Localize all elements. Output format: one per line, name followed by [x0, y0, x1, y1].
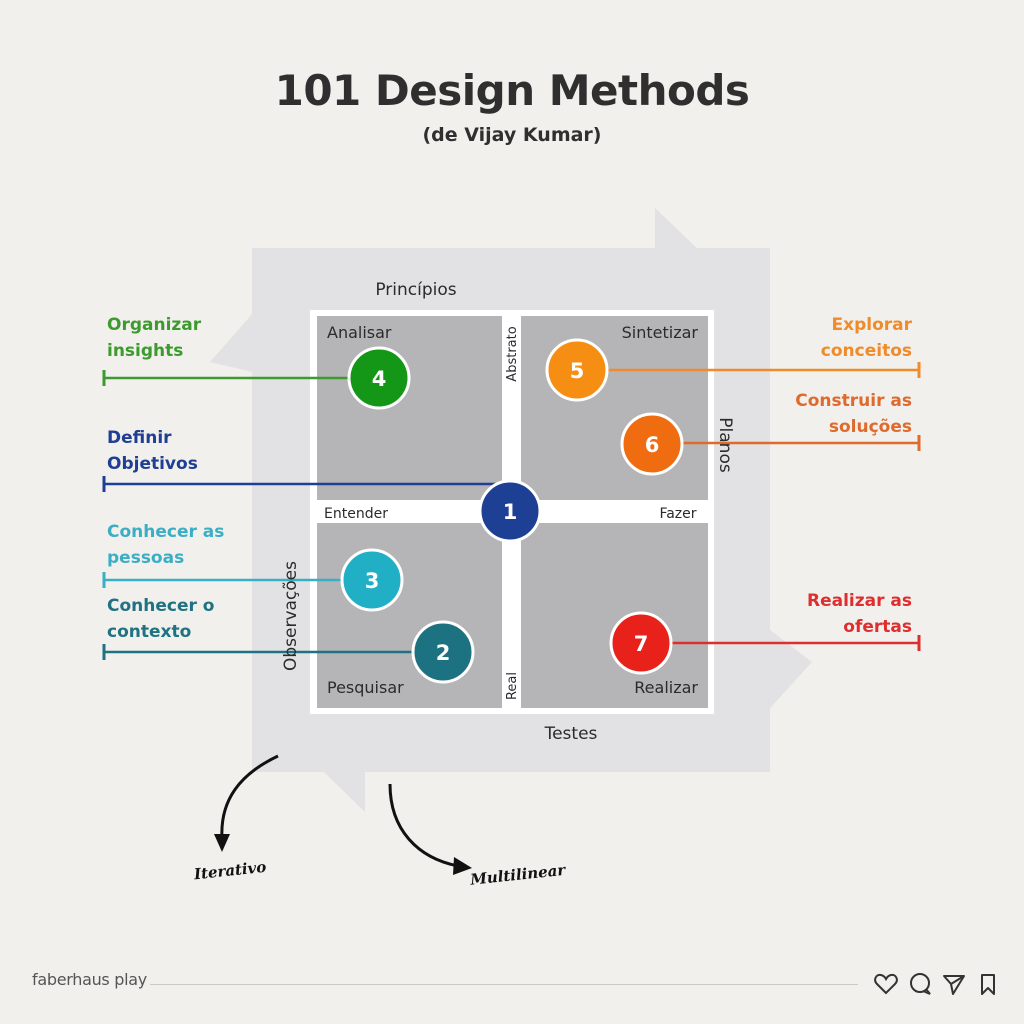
label-conhecer-contexto-line1: Conhecer o [107, 596, 215, 616]
heart-icon[interactable] [872, 970, 900, 998]
label-organizar-insights: Organizar insights [107, 312, 201, 364]
quadrant-top-right-label: Sintetizar [622, 323, 699, 342]
step-circle-6: 6 [620, 412, 684, 476]
footer-divider [150, 984, 858, 985]
step-circle-5: 5 [545, 338, 609, 402]
mid-top-label: Abstrato [505, 326, 520, 381]
comment-icon[interactable] [906, 970, 934, 998]
label-definir-line2: Objetivos [107, 454, 198, 474]
label-conhecer-pessoas: Conhecer as pessoas [107, 519, 224, 571]
send-icon[interactable] [940, 970, 968, 998]
axis-top-label: Princípios [375, 280, 456, 300]
label-realizar-line1: Realizar as [806, 591, 912, 611]
quadrant-top-right [521, 316, 708, 500]
iterativo-arrow [220, 754, 279, 839]
quadrant-top-left-label: Analisar [327, 323, 392, 342]
step-number-1: 1 [503, 500, 518, 524]
quadrant-top-left [317, 316, 502, 500]
mid-bottom-label: Real [505, 672, 520, 700]
step-circle-2: 2 [411, 620, 475, 684]
axis-right-label: Planos [715, 417, 735, 473]
step-circle-3: 3 [340, 548, 404, 612]
multilinear-arrow [388, 783, 459, 868]
label-definir-line1: Definir [107, 428, 172, 448]
step-number-4: 4 [372, 367, 387, 391]
step-number-3: 3 [365, 569, 380, 593]
page-title: 101 Design Methods [274, 66, 750, 115]
footer-actions [872, 970, 1003, 1002]
label-construir-line2: soluções [828, 417, 912, 437]
step-number-2: 2 [436, 641, 451, 665]
iterativo-arrowhead [214, 834, 230, 852]
bookmark-icon[interactable] [974, 970, 1002, 998]
label-organizar-line2: insights [107, 341, 184, 361]
multilinear-label: Multilinear [468, 861, 567, 889]
page-subtitle: (de Vijay Kumar) [422, 124, 602, 146]
step-circle-7: 7 [609, 611, 673, 675]
multilinear-arrowhead [453, 857, 472, 875]
footer-brand: faberhaus play [32, 970, 147, 989]
quadrant-bottom-right-label: Realizar [634, 678, 698, 697]
label-explorar-conceitos: Explorar conceitos [821, 312, 912, 364]
quadrant-bottom-left-label: Pesquisar [327, 678, 404, 697]
label-organizar-line1: Organizar [107, 315, 202, 335]
label-conhecer-contexto-line2: contexto [107, 622, 192, 642]
label-construir-solucoes: Construir as soluções [795, 388, 912, 440]
axis-left-label: Observações [281, 561, 301, 671]
iterativo-label: Iterativo [192, 858, 267, 884]
step-number-5: 5 [570, 359, 585, 383]
label-definir-objetivos: Definir Objetivos [107, 425, 198, 477]
step-number-6: 6 [645, 433, 660, 457]
step-circle-1: 1 [478, 479, 542, 543]
label-realizar-ofertas: Realizar as ofertas [807, 588, 912, 640]
step-circle-4: 4 [347, 346, 411, 410]
quadrant-bottom-right [521, 523, 708, 708]
label-conhecer-contexto: Conhecer o contexto [107, 593, 214, 645]
label-construir-line1: Construir as [795, 391, 912, 411]
label-conhecer-pessoas-line2: pessoas [107, 548, 185, 568]
label-explorar-line1: Explorar [831, 315, 913, 335]
mid-right-label: Fazer [659, 506, 696, 522]
label-conhecer-pessoas-line1: Conhecer as [107, 522, 225, 542]
step-number-7: 7 [634, 632, 649, 656]
label-realizar-line2: ofertas [843, 617, 912, 637]
axis-bottom-label: Testes [544, 724, 598, 744]
mid-left-label: Entender [324, 506, 388, 522]
quadrant-bottom-left [317, 523, 502, 708]
label-explorar-line2: conceitos [820, 341, 912, 361]
